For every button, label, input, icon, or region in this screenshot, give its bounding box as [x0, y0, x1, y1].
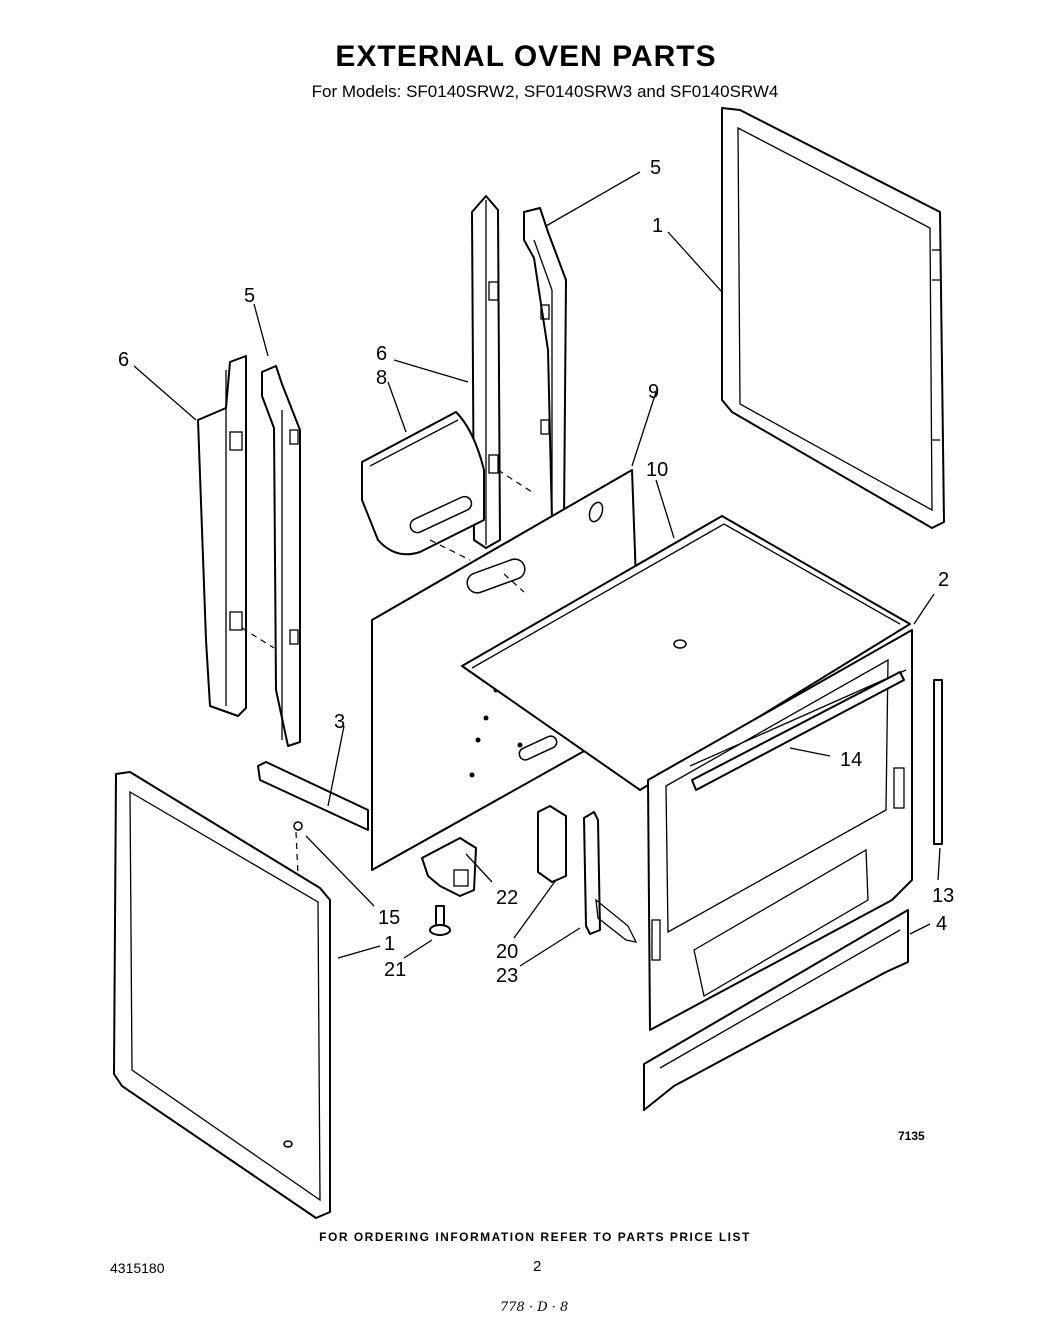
ordering-note: FOR ORDERING INFORMATION REFER TO PARTS … [319, 1230, 751, 1244]
callout-1-upper: 1 [652, 215, 663, 237]
callout-3: 3 [334, 711, 345, 733]
callout-5-right: 5 [650, 157, 661, 179]
part-3-rail [257, 761, 369, 831]
part-2-front-frame [647, 629, 913, 1031]
callout-13: 13 [932, 885, 954, 907]
part-14-trim-strip [691, 671, 905, 791]
handwritten-note: 778 · D · 8 [500, 1300, 569, 1315]
callout-6-left: 6 [118, 349, 129, 371]
part-5-rear-channel-right [523, 207, 567, 523]
callout-8: 8 [376, 367, 387, 389]
part-20-clip [537, 805, 567, 883]
assembly-guides [241, 469, 533, 877]
model-subtitle: For Models: SF0140SRW2, SF0140SRW3 and S… [311, 82, 779, 101]
callout-9: 9 [648, 381, 659, 403]
part-15-screw [293, 821, 303, 831]
figure-id: 7135 [898, 1129, 925, 1143]
part-8-bracket [361, 411, 485, 556]
callout-10: 10 [646, 459, 668, 481]
callout-4: 4 [936, 913, 947, 935]
callout-5-left: 5 [244, 285, 255, 307]
callout-2: 2 [938, 569, 949, 591]
part-21-leveling-leg [429, 905, 451, 936]
part-5-channel-left [261, 365, 301, 747]
callout-22: 22 [496, 887, 518, 909]
part-10-top-plate [461, 515, 911, 791]
part-4-kick-rail [643, 909, 909, 1111]
part-1-side-panel-right [721, 107, 945, 529]
page-title: EXTERNAL OVEN PARTS [335, 40, 717, 73]
callout-14: 14 [840, 749, 862, 771]
callout-23: 23 [496, 965, 518, 987]
callout-1-lower: 1 [384, 933, 395, 955]
part-1-side-panel-left [113, 771, 331, 1219]
callout-20: 20 [496, 941, 518, 963]
part-23-hinge [583, 811, 638, 943]
part-6-upright-left [197, 355, 247, 717]
callout-leaders [133, 171, 941, 967]
callout-labels: 1 1 2 3 4 5 5 6 6 8 9 10 13 14 15 20 21 … [118, 157, 954, 987]
callout-21: 21 [384, 959, 406, 981]
document-number: 4315180 [110, 1260, 165, 1276]
callout-15: 15 [378, 907, 400, 929]
callout-6-right: 6 [376, 343, 387, 365]
part-13-side-strip [933, 679, 943, 845]
part-22-bracket [421, 837, 477, 897]
page-number: 2 [533, 1258, 542, 1275]
